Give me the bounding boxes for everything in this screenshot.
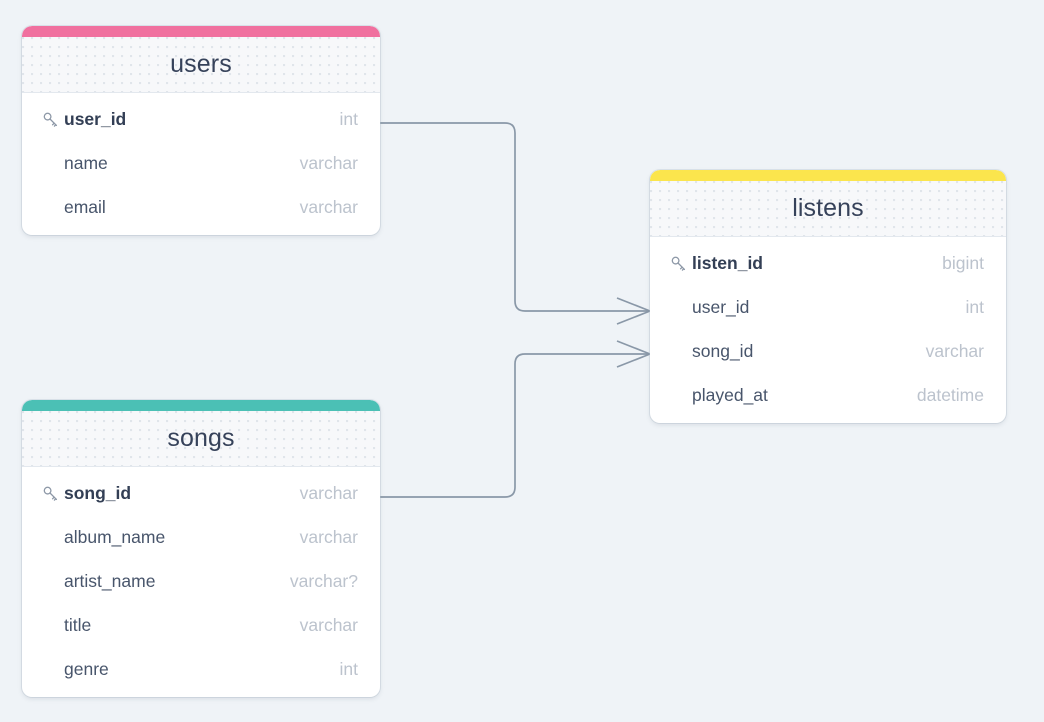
field-row-listen_id[interactable]: listen_id bigint [650, 241, 1006, 285]
table-header-listens[interactable]: listens [650, 181, 1006, 237]
field-type: varchar [299, 482, 358, 503]
field-type: varchar [299, 526, 358, 547]
field-type: varchar? [289, 570, 358, 591]
field-name: listen_id [692, 252, 763, 273]
field-name: user_id [692, 296, 750, 317]
entity-table-users[interactable]: users user_id int name varchar email varchar [22, 26, 380, 235]
entity-table-listens[interactable]: listens listen_id bigint user_id int song_id… [650, 170, 1006, 423]
field-name: name [64, 152, 108, 173]
field-row-song_id[interactable]: song_id varchar [22, 471, 380, 515]
crowfoot-prong [616, 340, 651, 355]
field-list: user_id int name varchar email varchar [22, 93, 380, 235]
primary-key-icon [42, 485, 64, 502]
field-type: int [965, 296, 984, 317]
field-type: int [339, 658, 358, 679]
field-type: bigint [942, 252, 984, 273]
field-row-song_id[interactable]: song_id varchar [650, 329, 1006, 373]
table-accent-bar [22, 26, 380, 37]
field-list: listen_id bigint user_id int song_id varchar p… [650, 237, 1006, 423]
relationship-users-listens[interactable] [380, 122, 651, 325]
crowfoot-prong [616, 310, 651, 325]
field-name: artist_name [64, 570, 156, 591]
field-type: varchar [299, 614, 358, 635]
field-row-email[interactable]: email varchar [22, 185, 380, 229]
field-row-genre[interactable]: genre int [22, 647, 380, 691]
field-name: title [64, 614, 92, 635]
table-title: songs [167, 424, 235, 452]
field-row-artist_name[interactable]: artist_name varchar? [22, 559, 380, 603]
field-row-album_name[interactable]: album_name varchar [22, 515, 380, 559]
table-title: listens [792, 194, 864, 222]
crowfoot-prong [616, 353, 651, 368]
field-name: played_at [692, 384, 768, 405]
primary-key-icon [42, 111, 64, 128]
field-row-played_at[interactable]: played_at datetime [650, 373, 1006, 417]
field-name: song_id [692, 340, 754, 361]
primary-key-icon [670, 255, 692, 272]
field-name: email [64, 196, 106, 217]
table-title: users [170, 50, 232, 78]
table-accent-bar [650, 170, 1006, 181]
field-name: user_id [64, 108, 127, 129]
field-type: varchar [925, 340, 984, 361]
field-type: datetime [916, 384, 984, 405]
relationship-songs-listens[interactable] [380, 340, 651, 498]
table-accent-bar [22, 400, 380, 411]
field-type: varchar [299, 152, 358, 173]
field-name: album_name [64, 526, 166, 547]
field-name: genre [64, 658, 109, 679]
field-row-user_id[interactable]: user_id int [22, 97, 380, 141]
relationship-line [380, 353, 650, 498]
field-row-title[interactable]: title varchar [22, 603, 380, 647]
table-header-users[interactable]: users [22, 37, 380, 93]
field-type: varchar [299, 196, 358, 217]
crowfoot-prong [616, 297, 651, 312]
relationship-line [380, 122, 650, 312]
field-row-user_id[interactable]: user_id int [650, 285, 1006, 329]
table-header-songs[interactable]: songs [22, 411, 380, 467]
field-type: int [339, 108, 358, 129]
field-row-name[interactable]: name varchar [22, 141, 380, 185]
field-name: song_id [64, 482, 132, 503]
